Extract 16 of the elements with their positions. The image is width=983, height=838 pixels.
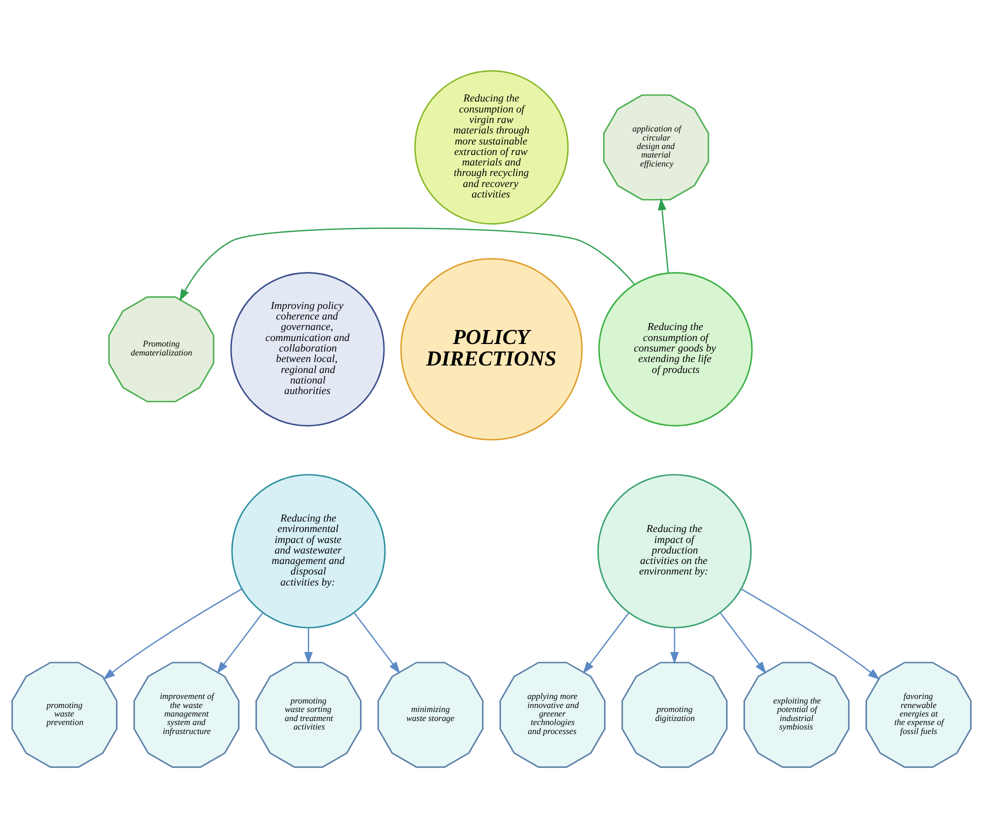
arrow: [658, 198, 669, 273]
arrow: [304, 628, 313, 664]
arrow: [216, 612, 264, 674]
node-circle: Improving policy coherence and governance, communication and collaboration between local, regional and national authorities: [230, 272, 385, 426]
arrow: [720, 612, 766, 674]
arrow: [582, 612, 630, 674]
arrow: [179, 228, 636, 302]
node-circle: Reducing the environmental impact of waste and wastewater management and disposal activities by:: [231, 474, 386, 628]
node-circle: Reducing the consumption of virgin raw materials through more sustainable extraction of raw materials and through recycling and recovery activities: [414, 70, 569, 225]
arrow: [354, 612, 400, 674]
node-circle: Reducing the impact of production activities on the environment by:: [597, 474, 752, 628]
arrow: [670, 628, 679, 664]
arrow: [741, 588, 880, 680]
node-circle: POLICY DIRECTIONS: [400, 258, 583, 441]
arrow: [102, 588, 242, 680]
node-circle: Reducing the consumption of consumer goods by extending the life of products: [598, 272, 753, 426]
